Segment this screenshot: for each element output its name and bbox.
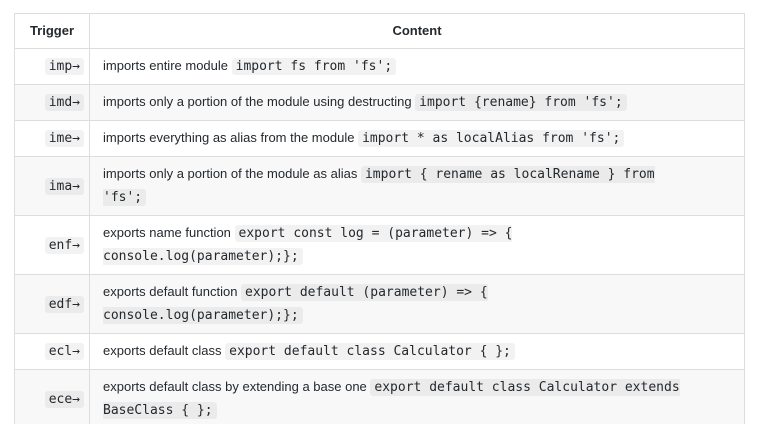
content-text: exports default class by extending a bas… <box>103 379 371 394</box>
trigger-cell: ece→ <box>14 369 90 424</box>
trigger-cell: ime→ <box>14 120 90 157</box>
content-text: imports entire module <box>103 58 232 73</box>
trigger-cell: enf→ <box>14 215 90 275</box>
content-cell: exports name function export const log =… <box>89 215 745 275</box>
content-code: import {rename} from 'fs'; <box>415 94 627 111</box>
trigger-cell: edf→ <box>14 274 90 334</box>
header-row: Trigger Content <box>14 13 745 49</box>
content-cell: imports only a portion of the module as … <box>89 156 745 216</box>
table-row: enf→ exports name function export const l… <box>14 215 745 275</box>
content-code: export default class Calculator { }; <box>225 343 515 360</box>
trigger-cell: ecl→ <box>14 333 90 370</box>
trigger-code: edf→ <box>44 295 84 313</box>
content-code: import * as localAlias from 'fs'; <box>358 130 625 147</box>
content-text: imports only a portion of the module usi… <box>103 94 416 109</box>
trigger-code: ecl→ <box>44 343 84 360</box>
table-row: imp→ imports entire module import fs from… <box>14 48 745 85</box>
trigger-cell: imd→ <box>14 84 90 121</box>
content-cell: exports default function export default … <box>89 274 745 334</box>
trigger-code: ime→ <box>44 130 84 147</box>
content-cell: exports default class export default cla… <box>89 333 745 370</box>
content-text: imports only a portion of the module as … <box>103 166 361 181</box>
table-row: ece→ exports default class by extending a… <box>14 369 745 424</box>
table-row: edf→ exports default function export defa… <box>14 274 745 334</box>
content-cell: imports only a portion of the module usi… <box>89 84 745 121</box>
table-row: ima→ imports only a portion of the module… <box>14 156 745 216</box>
content-text: exports name function <box>103 225 235 240</box>
trigger-code: enf→ <box>44 236 84 254</box>
table-row: ecl→ exports default class export default… <box>14 333 745 370</box>
table-body: imp→ imports entire module import fs from… <box>14 48 745 424</box>
trigger-code: imp→ <box>44 58 84 75</box>
content-cell: imports everything as alias from the mod… <box>89 120 745 157</box>
content-code: import fs from 'fs'; <box>231 58 397 75</box>
table-row: imd→ imports only a portion of the module… <box>14 84 745 121</box>
trigger-code: ece→ <box>44 390 84 408</box>
column-header-content: Content <box>89 13 745 49</box>
content-text: imports everything as alias from the mod… <box>103 130 359 145</box>
column-header-trigger: Trigger <box>14 13 90 49</box>
trigger-cell: imp→ <box>14 48 90 85</box>
content-text: exports default function <box>103 284 242 299</box>
trigger-cell: ima→ <box>14 156 90 216</box>
trigger-code: imd→ <box>44 94 84 111</box>
snippets-table: Trigger Content imp→ imports entire modul… <box>14 13 745 424</box>
trigger-code: ima→ <box>44 177 84 195</box>
table-header: Trigger Content <box>14 13 745 49</box>
table-row: ime→ imports everything as alias from the… <box>14 120 745 157</box>
content-text: exports default class <box>103 343 226 358</box>
content-cell: exports default class by extending a bas… <box>89 369 745 424</box>
content-cell: imports entire module import fs from 'fs… <box>89 48 745 85</box>
